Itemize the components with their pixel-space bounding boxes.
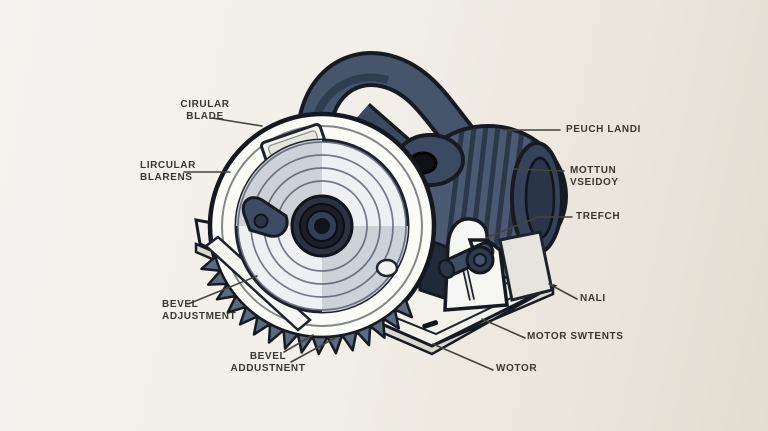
label-text: VSEIDOY (570, 177, 619, 188)
leader-nali (548, 283, 578, 300)
guard-lever (241, 196, 289, 238)
blade-bolt-flange (375, 258, 399, 278)
leader-trefch (485, 216, 573, 239)
blade-teeth (200, 255, 414, 356)
label-text: BLADE (186, 111, 224, 122)
label-text: TREFCH (576, 211, 621, 222)
label-text: BLARENS (140, 172, 193, 183)
label-text: CIRULAR (180, 99, 230, 110)
label-text: BEVEL (162, 299, 199, 310)
leader-bevel-addustnent-b (290, 337, 336, 363)
leader-motor-swtents (481, 318, 526, 339)
plate-slot (422, 320, 439, 329)
label-circular-blade: CIRULAR BLADE (160, 99, 250, 123)
label-nali: NALI (580, 293, 606, 305)
bracket-rear-plate (498, 230, 554, 302)
label-motor-swtents: MOTOR SWTENTS (527, 331, 624, 343)
label-text: BEVEL (249, 351, 287, 362)
label-text: ADDUSTNENT (230, 363, 306, 374)
label-text: MOTOR SWTENTS (527, 331, 624, 342)
leader-lines (183, 117, 578, 371)
label-peuch-landi: PEUCH LANDI (566, 124, 641, 136)
label-wotor: WOTOR (496, 363, 537, 375)
leader-bevel-adjustment (187, 275, 258, 305)
label-text: WOTOR (496, 363, 538, 374)
bevel-bracket (437, 217, 554, 312)
arbor-hub (290, 194, 354, 258)
label-text: MOTTUN (570, 165, 617, 176)
label-text: NALI (580, 293, 606, 304)
label-text: LIRCULAR (140, 160, 196, 171)
leader-mottun-vseidoy (513, 168, 565, 172)
leader-wotor (432, 343, 494, 371)
label-lircular-blarens: LIRCULAR BLARENS (140, 160, 196, 184)
label-mottun-vseidoy: MOTTUN VSEIDOY (570, 165, 619, 189)
label-text: ADJUSTMENT (162, 311, 237, 322)
leader-circular-blade (211, 117, 263, 127)
label-trefch: TREFCH (576, 211, 620, 223)
label-bevel-adjustment: BEVEL ADJUSTMENT (162, 299, 236, 323)
circular-blade (234, 138, 410, 314)
label-text: PEUCH LANDI (566, 124, 641, 135)
leader-bevel-addustnent-a (283, 334, 314, 353)
label-bevel-addustnent: BEVEL ADDUSTNENT (222, 351, 314, 375)
